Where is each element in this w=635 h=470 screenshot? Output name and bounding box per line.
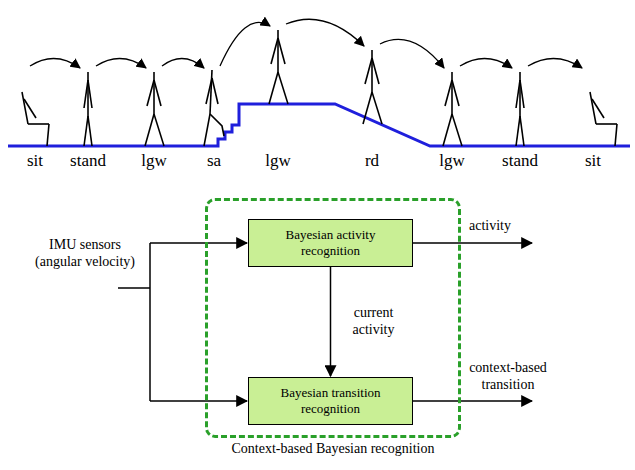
stick-figure xyxy=(271,38,278,64)
stick-figure xyxy=(88,116,92,146)
motion-arrow xyxy=(162,58,204,68)
process-box: Bayesian transition recognition xyxy=(248,377,413,425)
stick-figure xyxy=(88,80,92,108)
signal-label: IMU sensors (angular velocity) xyxy=(24,237,146,271)
stick-figure xyxy=(84,80,88,108)
signal-wire xyxy=(118,287,150,289)
activity-label: lgw xyxy=(265,151,291,171)
stick-figure xyxy=(278,38,285,64)
stick-figure xyxy=(154,114,164,146)
stick-figure xyxy=(443,114,452,146)
stick-figure xyxy=(269,72,278,104)
stick-figure xyxy=(445,80,452,106)
activity-label: sa xyxy=(207,151,221,171)
signal-wire xyxy=(413,242,532,244)
stick-figure xyxy=(84,116,88,146)
box-label: Bayesian activity recognition xyxy=(259,227,402,260)
signal-wire xyxy=(413,400,532,402)
motion-arrow xyxy=(380,39,444,68)
stick-figure xyxy=(206,78,212,104)
stick-figure xyxy=(516,116,520,146)
motion-arrow xyxy=(220,22,270,66)
stick-figure xyxy=(371,50,373,92)
activity-label: stand xyxy=(70,151,106,171)
stick-figure xyxy=(615,124,617,146)
signal-label: context-based transition xyxy=(453,360,563,394)
stick-figure xyxy=(592,99,604,118)
stick-figure xyxy=(28,123,49,125)
flow-arrow xyxy=(330,267,332,376)
activity-label: rd xyxy=(365,151,379,171)
stick-figure xyxy=(365,58,372,84)
stick-figure xyxy=(596,123,617,125)
stick-figure xyxy=(145,114,154,146)
ground-path xyxy=(8,104,630,146)
stick-figure xyxy=(372,58,379,84)
activity-label: lgw xyxy=(141,151,167,171)
stick-figure xyxy=(516,80,520,108)
stick-figure xyxy=(520,116,524,146)
motion-arrow xyxy=(286,19,364,46)
activity-label: lgw xyxy=(439,151,465,171)
stick-figure xyxy=(451,72,453,114)
activity-label: stand xyxy=(502,151,538,171)
motion-arrow xyxy=(460,58,512,68)
signal-wire xyxy=(150,400,247,402)
stick-figure xyxy=(278,72,288,104)
stick-figure xyxy=(277,30,279,72)
motion-arrow xyxy=(96,58,146,68)
stick-figure xyxy=(153,72,155,114)
stick-figure xyxy=(87,72,89,116)
edge-label: current activity xyxy=(339,305,409,339)
stick-figure xyxy=(519,72,521,116)
stick-figure xyxy=(372,92,382,124)
box-label: Bayesian transition recognition xyxy=(259,385,402,418)
process-box: Bayesian activity recognition xyxy=(248,219,413,267)
motion-arrow xyxy=(528,58,582,68)
signal-label: activity xyxy=(469,218,511,235)
stick-figure xyxy=(204,114,210,146)
activity-label: sit xyxy=(27,151,43,171)
stick-figure xyxy=(47,124,49,146)
signal-wire xyxy=(149,243,151,401)
group-caption: Context-based Bayesian recognition xyxy=(232,441,435,457)
stick-figure xyxy=(590,92,596,124)
stick-figure xyxy=(452,80,459,106)
stick-figure xyxy=(147,80,154,106)
group-box: Context-based Bayesian recognitionBayesi… xyxy=(205,198,461,438)
signal-wire xyxy=(150,242,247,244)
stick-figure xyxy=(210,114,224,136)
motion-arrow xyxy=(30,58,80,68)
stick-figure xyxy=(452,114,462,146)
stick-figure xyxy=(22,92,28,124)
stick-figure xyxy=(24,99,36,118)
stick-figure xyxy=(210,70,212,114)
stick-figure xyxy=(154,80,161,106)
activity-label: sit xyxy=(585,151,601,171)
stick-figure xyxy=(520,80,524,108)
stick-figure xyxy=(212,78,218,104)
stick-figure xyxy=(363,92,372,124)
